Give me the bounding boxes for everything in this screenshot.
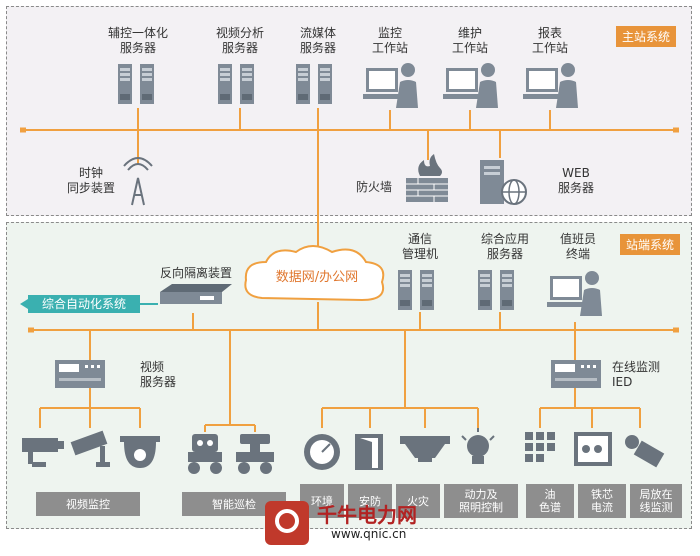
- maintenance-workstation-icon: [443, 63, 498, 108]
- oil-chromatography-box: 油色谱: [526, 484, 574, 518]
- watermark-title: 千牛电力网: [317, 503, 417, 527]
- core-current-box: 铁芯电流: [578, 484, 626, 518]
- security-door-icon: [355, 434, 383, 470]
- comm-manager-icon: [398, 270, 434, 310]
- video-monitoring-box: 视频监控: [36, 492, 140, 516]
- lighting-bulb-icon: [461, 428, 495, 464]
- partial-discharge-box: 局放在线监测: [630, 484, 682, 518]
- streaming-server-label: 流媒体服务器: [299, 26, 336, 55]
- video-server-label: 视频服务器: [140, 360, 177, 389]
- app-server-label: 综合应用服务器: [480, 232, 529, 261]
- reverse-isolation-label: 反向隔离装置: [159, 266, 232, 280]
- core-current-meter-icon: [574, 432, 612, 466]
- monitor-workstation-icon: [363, 63, 418, 108]
- q-logo-icon: [265, 501, 309, 545]
- bullet-camera-icon: [22, 438, 64, 467]
- watermark-url: www.qnic.cn: [331, 527, 407, 541]
- fukong-server-icon: [118, 64, 154, 104]
- patrol-robot-icon: [188, 434, 222, 474]
- reverse-isolation-device-icon: [160, 284, 232, 304]
- master-system-zone: [6, 6, 692, 216]
- streaming-server-icon: [296, 64, 332, 104]
- fukong-server-label: 辅控一体化服务器: [107, 26, 168, 55]
- app-server-icon: [478, 270, 514, 310]
- video-analysis-server-label: 视频分析服务器: [215, 26, 264, 55]
- dome-camera-icon: [70, 430, 110, 467]
- online-monitor-ied-icon: [551, 360, 601, 388]
- firewall-label: 防火墙: [355, 180, 392, 194]
- watermark-logo: 千牛电力网 www.qnic.cn: [265, 497, 465, 549]
- environment-box: 环境: [300, 484, 344, 518]
- firewall-icon: [406, 154, 448, 202]
- patrol-robot-2-icon: [236, 434, 274, 474]
- partial-discharge-sensor-icon: [625, 435, 665, 468]
- monitor-workstation-label: 监控工作站: [371, 26, 408, 55]
- clock-sync-tower-icon: [123, 157, 153, 206]
- web-server-icon: [480, 160, 527, 205]
- video-analysis-server-icon: [218, 64, 254, 104]
- clock-sync-label: 时钟同步装置: [66, 166, 115, 195]
- video-server-box-icon: [55, 360, 105, 388]
- data-network-cloud-icon: [244, 245, 385, 302]
- duty-terminal-label: 值班员终端: [559, 232, 596, 261]
- ceiling-camera-icon: [120, 436, 160, 468]
- automation-system-box: 综合自动化系统: [28, 295, 140, 313]
- duty-terminal-icon: [547, 271, 602, 316]
- environment-meter-icon: [304, 434, 340, 470]
- station-system-tag: 站端系统: [620, 234, 681, 255]
- oil-chromatography-icon: [525, 432, 555, 462]
- comm-manager-label: 通信管理机: [401, 232, 438, 261]
- maintenance-workstation-label: 维护工作站: [451, 26, 488, 55]
- data-network-label: 数据网/办公网: [275, 270, 359, 285]
- fire-smoke-detector-icon: [400, 436, 450, 462]
- security-box: 安防: [348, 484, 392, 518]
- report-workstation-label: 报表工作站: [531, 26, 568, 55]
- fire-box: 火灾: [396, 484, 440, 518]
- report-workstation-icon: [523, 63, 578, 108]
- power-lighting-box: 动力及照明控制: [444, 484, 518, 518]
- master-system-tag: 主站系统: [616, 26, 677, 47]
